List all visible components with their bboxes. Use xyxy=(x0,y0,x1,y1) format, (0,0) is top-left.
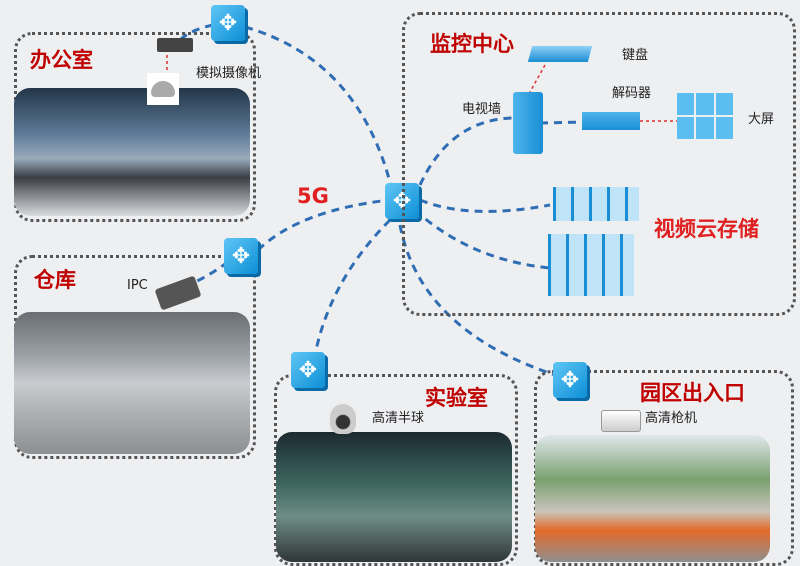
link-lab-center xyxy=(313,218,392,356)
office-photo xyxy=(14,88,250,216)
lab-device-label: 高清半球 xyxy=(372,411,425,426)
gate-device-label: 高清枪机 xyxy=(645,411,698,426)
router-icon-warehouse: ✥ xyxy=(224,238,258,274)
warehouse-title: 仓库 xyxy=(34,268,76,292)
gate-photo xyxy=(535,435,770,562)
big-screen-icon xyxy=(677,93,733,139)
decoder-icon xyxy=(582,112,640,130)
link-office-center xyxy=(244,25,394,191)
gate-title: 园区出入口 xyxy=(640,381,745,405)
bullet-camera-icon xyxy=(601,410,641,432)
network-label: 5G xyxy=(297,184,329,208)
router-icon-gate: ✥ xyxy=(553,362,587,398)
monitor-center-title: 监控中心 xyxy=(430,32,514,56)
link-warehouse-center xyxy=(256,198,391,252)
keyboard-label: 键盘 xyxy=(622,48,649,63)
link-tvwall-decoder xyxy=(539,120,586,125)
router-icon-office: ✥ xyxy=(211,5,245,41)
router-icon-lab: ✥ xyxy=(291,352,325,388)
link-center-tvwall xyxy=(418,116,513,186)
dome-camera-icon xyxy=(147,73,179,105)
big-screen-label: 大屏 xyxy=(748,112,775,127)
link-center-storage2 xyxy=(413,208,551,270)
dvr-icon xyxy=(157,38,193,52)
warehouse-device-label: IPC xyxy=(127,278,148,293)
office-title: 办公室 xyxy=(30,48,93,72)
storage-array-icon-2 xyxy=(548,234,634,296)
link-center-storage1 xyxy=(419,198,551,213)
monitor-center-zone xyxy=(402,12,796,316)
decoder-label: 解码器 xyxy=(612,86,652,101)
warehouse-photo xyxy=(14,312,250,454)
lab-photo xyxy=(276,432,512,562)
office-device-label: 模拟摄像机 xyxy=(196,66,262,81)
lab-title: 实验室 xyxy=(425,386,488,410)
tv-wall-server-icon xyxy=(513,92,543,154)
dome-camera-icon-lab xyxy=(330,404,356,434)
keyboard-icon xyxy=(527,46,593,62)
storage-title: 视频云存储 xyxy=(654,217,759,241)
tv-wall-label: 电视墙 xyxy=(462,102,502,117)
storage-array-icon-1 xyxy=(553,187,639,221)
